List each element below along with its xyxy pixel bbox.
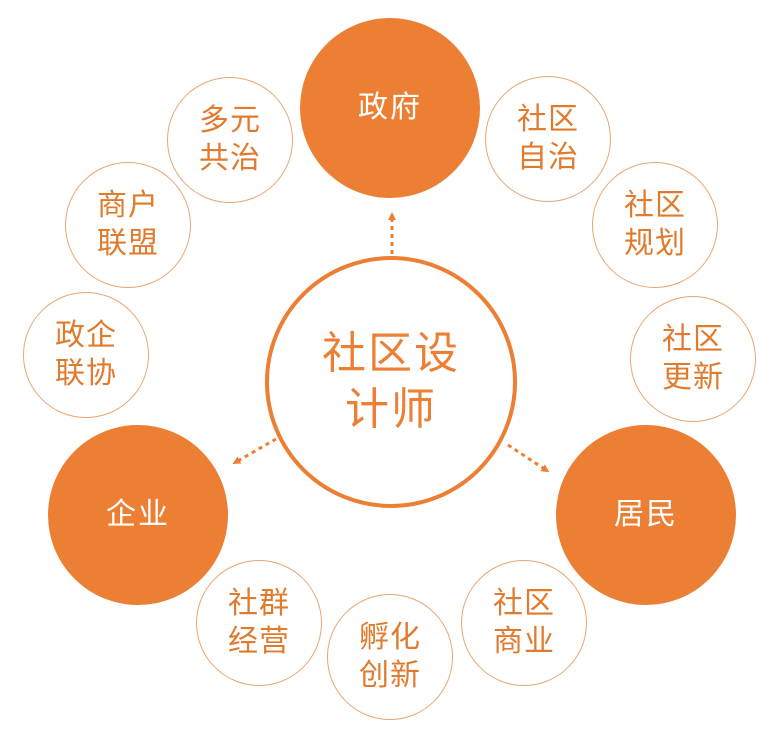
government-node: 政府 — [300, 18, 480, 198]
satellite-gov-enterprise: 政企联协 — [23, 292, 149, 418]
satellite-multi-governance: 多元共治 — [167, 77, 293, 203]
satellite-community-renewal-label: 社区更新 — [662, 322, 724, 395]
satellite-multi-governance-label: 多元共治 — [199, 103, 261, 176]
center-label: 社区设计师 — [322, 328, 460, 435]
satellite-community-autonomy-label: 社区自治 — [517, 102, 579, 175]
satellite-community-renewal: 社区更新 — [630, 296, 756, 422]
enterprise-label: 企业 — [106, 497, 170, 532]
satellite-incubation-innovation: 孵化创新 — [327, 594, 453, 720]
satellite-community-planning: 社区规划 — [592, 162, 718, 288]
satellite-merchant-alliance: 商户联盟 — [65, 162, 191, 288]
satellite-community-operation: 社群经营 — [196, 560, 322, 686]
satellite-community-business: 社区商业 — [461, 560, 587, 686]
arrow-to-enterprise — [232, 437, 277, 464]
satellite-community-business-label: 社区商业 — [493, 586, 555, 659]
arrow-to-residents — [507, 443, 550, 473]
satellite-community-autonomy: 社区自治 — [485, 76, 611, 202]
government-label: 政府 — [358, 90, 422, 125]
satellite-community-operation-label: 社群经营 — [228, 586, 290, 659]
satellite-merchant-alliance-label: 商户联盟 — [97, 188, 159, 261]
center-node: 社区设计师 — [265, 256, 517, 508]
residents-node: 居民 — [556, 425, 736, 605]
satellite-gov-enterprise-label: 政企联协 — [55, 318, 117, 391]
satellite-incubation-innovation-label: 孵化创新 — [359, 620, 421, 693]
residents-label: 居民 — [614, 497, 678, 532]
satellite-community-planning-label: 社区规划 — [624, 188, 686, 261]
enterprise-node: 企业 — [48, 425, 228, 605]
